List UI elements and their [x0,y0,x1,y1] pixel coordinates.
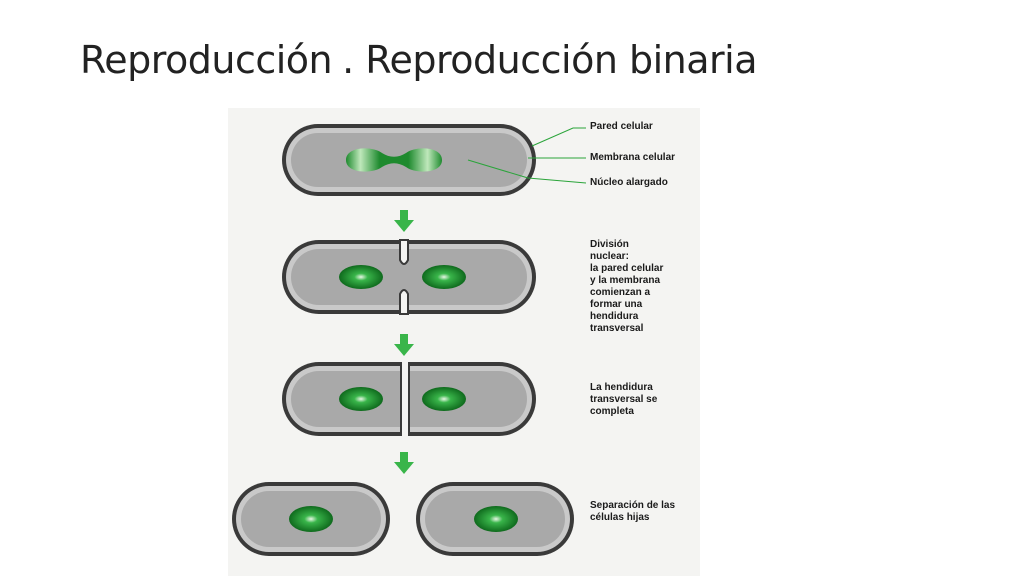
label-pared-celular: Pared celular [590,121,653,132]
binary-fission-figure: Pared celular Membrana celular Núcleo al… [228,108,700,576]
nucleus-left [339,265,383,289]
label-nucleo-alargado: Núcleo alargado [590,177,668,188]
arrow-down-1 [394,210,414,232]
elongated-nucleus [346,148,442,172]
slide-title: Reproducción. Reproducción binaria [80,38,757,82]
label-division-nuclear: División nuclear: la pared celular y la … [590,239,664,334]
leader-nucleo [467,159,587,184]
nucleus-right [422,265,466,289]
cleft-bottom [399,289,409,315]
nucleus [474,506,518,532]
binary-fission-diagram [232,124,587,556]
cytoplasm [291,249,527,305]
stage-2-cell [282,239,536,315]
title-main: Reproducción [80,38,333,82]
nucleus-right [422,387,466,411]
nucleus [289,506,333,532]
arrow-down-3 [394,452,414,474]
cleft-top [399,239,409,265]
transverse-cleft [402,362,408,436]
stage-4-daughter-right [416,482,574,556]
leader-lines [467,127,587,184]
label-separacion: Separación de las células hijas [590,500,676,523]
nucleus-left [339,387,383,411]
stage-1-cell [282,124,536,196]
label-membrana-celular: Membrana celular [590,152,676,163]
title-rest: . Reproducción binaria [342,38,757,82]
label-hendidura-completa: La hendidura transversal se completa [590,382,658,417]
arrow-down-2 [394,334,414,356]
stage-4-daughter-left [232,482,390,556]
leader-pared [531,127,586,147]
stage-3-cell [282,362,536,436]
